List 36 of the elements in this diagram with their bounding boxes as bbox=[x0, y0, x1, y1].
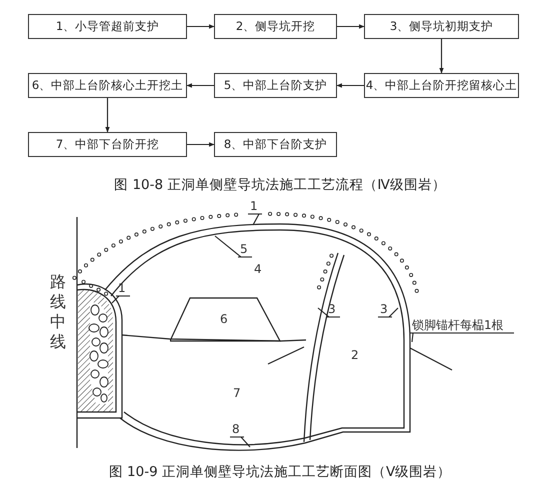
process-box: 7、中部下台阶开挖 bbox=[28, 132, 187, 157]
region-number: 7 bbox=[233, 386, 241, 400]
callout-number: 3 bbox=[328, 302, 336, 316]
centerline-label: 路线中线 bbox=[50, 272, 66, 352]
callout-number: 8 bbox=[232, 422, 240, 436]
leader-line bbox=[377, 307, 399, 318]
arrow bbox=[105, 98, 110, 133]
callout-number: 1 bbox=[118, 281, 126, 295]
leader-line bbox=[111, 295, 131, 304]
arrow bbox=[187, 24, 215, 29]
region-number: 2 bbox=[351, 348, 359, 362]
leader-line bbox=[247, 213, 263, 226]
arrow bbox=[186, 83, 214, 88]
process-box: 6、中部上台阶核心土开挖土 bbox=[28, 73, 187, 98]
arrow bbox=[337, 24, 365, 29]
callout-number: 6 bbox=[220, 312, 228, 326]
arrow bbox=[336, 83, 364, 88]
figure-caption: 图 10-9 正洞单侧壁导坑法施工工艺断面图（Ⅴ级围岩） bbox=[108, 463, 452, 481]
leader-line bbox=[229, 436, 251, 448]
process-box: 2、侧导坑开挖 bbox=[214, 14, 337, 39]
callout-number: 3 bbox=[380, 302, 388, 316]
process-box: 1、小导管超前支护 bbox=[28, 14, 187, 39]
callout-number: 5 bbox=[240, 242, 248, 256]
leader-line bbox=[317, 307, 341, 318]
callout-label: 锁脚锚杆每榀1根 bbox=[412, 318, 504, 332]
arrow bbox=[187, 142, 215, 147]
leader-line bbox=[409, 332, 515, 343]
arrow bbox=[439, 39, 444, 74]
process-box: 8、中部下台阶支护 bbox=[214, 132, 337, 157]
leader-line bbox=[214, 235, 253, 258]
process-box: 4、中部上台阶开挖留核心土 bbox=[364, 73, 519, 98]
process-box: 5、中部上台阶支护 bbox=[214, 73, 337, 98]
region-number: 4 bbox=[254, 262, 262, 276]
figure-caption: 图 10-8 正洞单侧壁导坑法施工工艺流程（Ⅳ级围岩） bbox=[113, 176, 447, 194]
callout-number: 1 bbox=[250, 199, 258, 213]
process-box: 3、侧导坑初期支护 bbox=[364, 14, 519, 39]
